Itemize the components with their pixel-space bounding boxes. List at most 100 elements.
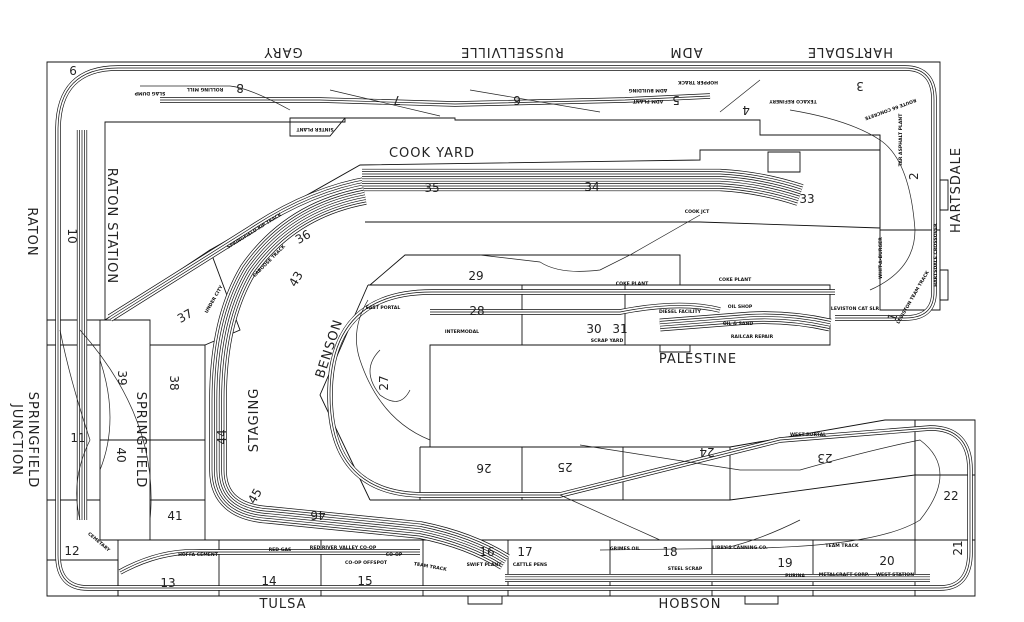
section-37: 37 bbox=[175, 306, 195, 326]
section-3: 3 bbox=[856, 79, 864, 93]
section-17: 17 bbox=[517, 545, 532, 559]
section-35: 35 bbox=[424, 181, 439, 195]
label-swift-plant: SWIFT PLANT bbox=[467, 562, 503, 568]
section-36: 36 bbox=[293, 227, 313, 247]
label-oil-sand: OIL & SAND bbox=[723, 321, 753, 327]
industry-labels: SLAG DUMP ROLLING MILL SINTER PLANT ADM … bbox=[86, 79, 939, 579]
label-grimes-oil: GRIMES OIL bbox=[610, 546, 640, 552]
track-line bbox=[119, 551, 420, 573]
section-21: 21 bbox=[951, 540, 965, 555]
section-45: 45 bbox=[245, 486, 265, 506]
section-2: 2 bbox=[907, 172, 921, 180]
section-19: 19 bbox=[777, 556, 792, 570]
town-adm: ADM bbox=[669, 44, 702, 59]
section-7: 7 bbox=[393, 93, 401, 107]
track-line bbox=[57, 67, 971, 589]
label-railcar-repair: RAILCAR REPAIR bbox=[731, 334, 774, 340]
section-14: 14 bbox=[261, 574, 276, 588]
section-34: 34 bbox=[584, 180, 599, 194]
section-18: 18 bbox=[662, 545, 677, 559]
label-diesel-facility: DIESEL FACILITY bbox=[659, 309, 702, 315]
label-sinter-plant: SINTER PLANT bbox=[296, 126, 334, 132]
section-6: 6 bbox=[513, 93, 521, 107]
section-5: 5 bbox=[672, 93, 680, 107]
label-coop: CO-OP bbox=[386, 552, 403, 558]
section-39: 39 bbox=[115, 370, 129, 385]
town-hobson: HOBSON bbox=[659, 597, 722, 612]
label-west-station: WEST STATION bbox=[876, 572, 914, 578]
label-whit-a-burger: WHIT-A-BURGER bbox=[878, 237, 884, 279]
label-team-track-tulsa: TEAM TRACK bbox=[413, 561, 447, 573]
label-rolling-mill: ROLLING MILL bbox=[187, 86, 223, 92]
label-east-portal: EAST PORTAL bbox=[366, 305, 401, 311]
track-gap bbox=[109, 179, 371, 319]
label-steel-scrap: STEEL SCRAP bbox=[668, 566, 703, 572]
town-raton: RATON bbox=[24, 207, 39, 256]
section-10: 10 bbox=[65, 228, 79, 243]
label-intermodal: INTERMODAL bbox=[445, 329, 479, 335]
label-scrap-yard: SCRAP YARD bbox=[591, 338, 624, 344]
label-red-river-coop: RED RIVER VALLEY CO-OP bbox=[310, 545, 377, 551]
track-gap bbox=[362, 179, 801, 196]
section-20: 20 bbox=[879, 554, 894, 568]
section-26: 26 bbox=[476, 461, 491, 475]
label-hoffa-cement: HOFFA CEMENT bbox=[178, 552, 219, 558]
section-1: 1 bbox=[885, 311, 901, 323]
town-russellville: RUSSELLVILLE bbox=[460, 44, 564, 59]
label-cattle-pens: CATTLE PENS bbox=[513, 562, 547, 568]
track-line bbox=[160, 95, 711, 105]
label-purina: PURINA bbox=[785, 573, 805, 579]
label-metalcraft: METALCRAFT CORP. bbox=[819, 572, 870, 578]
tracks bbox=[55, 65, 973, 591]
town-tulsa: TULSA bbox=[258, 597, 306, 612]
section-33: 33 bbox=[799, 192, 814, 206]
label-coke-plant-1: COKE PLANT bbox=[616, 281, 649, 287]
section-9: 9 bbox=[69, 63, 77, 77]
section-41: 41 bbox=[167, 509, 182, 523]
section-38: 38 bbox=[167, 375, 181, 390]
track-gap bbox=[659, 316, 831, 326]
section-15: 15 bbox=[357, 574, 372, 588]
town-benson: BENSON bbox=[313, 318, 346, 381]
label-cook-jct: COOK JCT bbox=[685, 209, 710, 215]
label-oil-shop: OIL SHOP bbox=[728, 304, 753, 310]
section-28: 28 bbox=[469, 304, 484, 318]
section-4: 4 bbox=[742, 103, 750, 117]
town-springfield-junction: SPRINGFIELD bbox=[25, 392, 40, 489]
label-hopper-track: HOPPER TRACK bbox=[678, 79, 718, 85]
section-31: 31 bbox=[612, 322, 627, 336]
section-numbers: 1 2 3 4 5 6 7 8 9 10 11 12 13 14 15 16 1… bbox=[64, 63, 965, 590]
section-40: 40 bbox=[114, 447, 128, 462]
track-line bbox=[430, 305, 721, 313]
label-texaco-refinery: TEXACO REFINERY bbox=[769, 98, 817, 104]
town-springfield-junction-2: JUNCTION bbox=[9, 403, 24, 476]
section-43: 43 bbox=[286, 269, 306, 289]
town-hartsdale-top: HARTSDALE bbox=[807, 44, 893, 59]
label-coke-plant-2: COKE PLANT bbox=[719, 277, 752, 283]
section-23: 23 bbox=[817, 451, 832, 465]
town-hartsdale-side: HARTSDALE bbox=[949, 147, 964, 233]
town-springfield: SPRINGFIELD bbox=[133, 392, 148, 489]
town-staging: STAGING bbox=[247, 388, 262, 453]
town-gary: GARY bbox=[263, 44, 302, 59]
section-8: 8 bbox=[236, 81, 244, 95]
section-22: 22 bbox=[943, 489, 958, 503]
section-11: 11 bbox=[70, 431, 85, 445]
section-46: 46 bbox=[310, 508, 325, 522]
section-12: 12 bbox=[64, 544, 79, 558]
label-west-portal: WEST PORTAL bbox=[790, 432, 826, 438]
town-raton-station: RATON STATION bbox=[104, 168, 119, 284]
benchwork bbox=[46, 61, 976, 605]
section-25: 25 bbox=[557, 460, 572, 474]
label-adm-building: ADM BUILDING bbox=[628, 87, 667, 93]
label-route66-concrete: ROUTE 66 CONCRETE bbox=[864, 97, 917, 121]
label-team-track-hobson: TEAM TRACK bbox=[825, 543, 859, 549]
track-gap bbox=[217, 195, 506, 563]
label-slag-dump: SLAG DUMP bbox=[134, 90, 165, 96]
track-line bbox=[55, 65, 973, 591]
label-cemetary: CEMETARY bbox=[86, 531, 111, 553]
section-29: 29 bbox=[468, 269, 483, 283]
label-libbys-canning: LIBBY'S CANNING CO. bbox=[712, 545, 768, 551]
label-tar-asphalt-plant: TAR ASPHALT PLANT bbox=[898, 113, 904, 167]
